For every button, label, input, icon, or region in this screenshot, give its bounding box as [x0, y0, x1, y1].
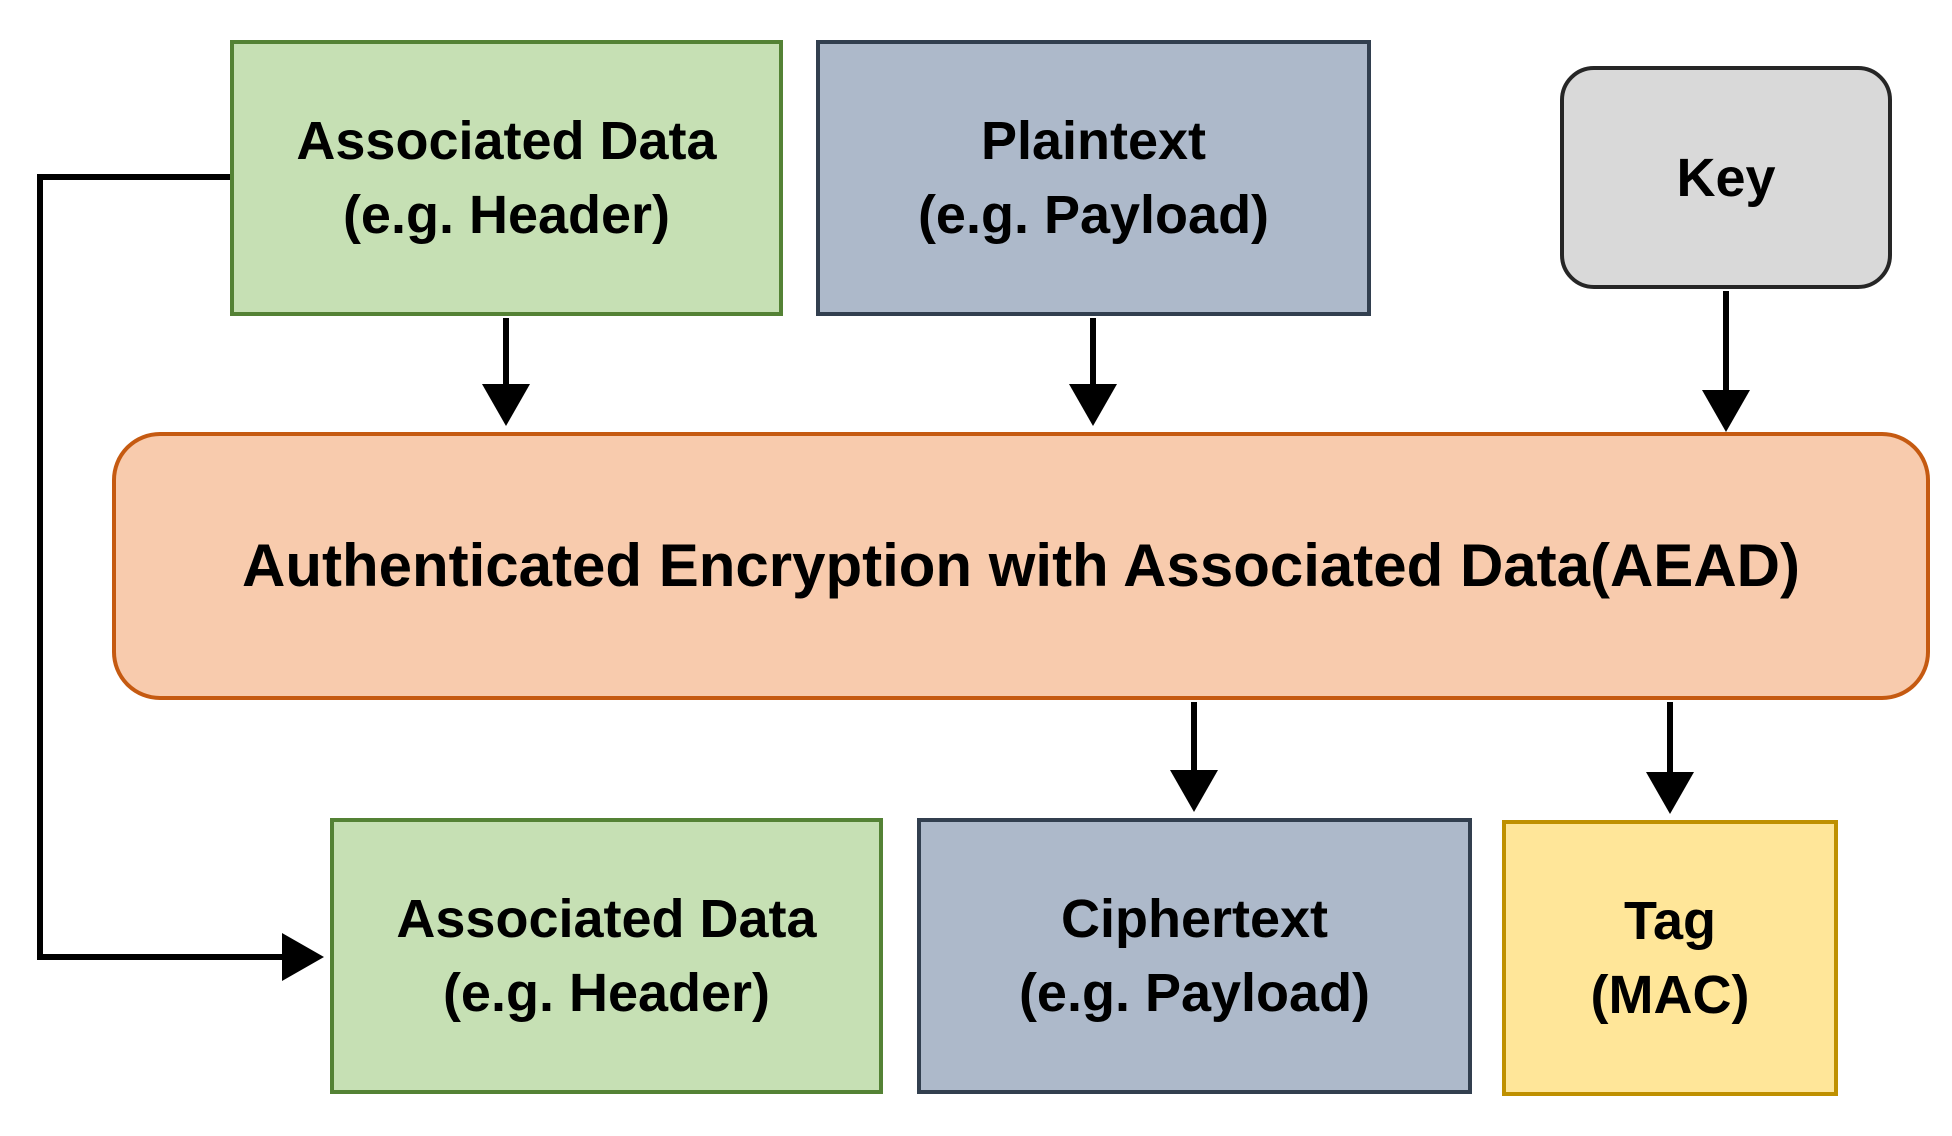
plaintext-input-title: Plaintext — [980, 111, 1207, 171]
key-input-box: Key — [1560, 66, 1892, 289]
associated-data-input-title: Associated Data — [296, 111, 717, 171]
key-input-title: Key — [1676, 147, 1776, 208]
aead-process-box: Authenticated Encryption with Associated… — [112, 432, 1930, 700]
aead-process-label: Authenticated Encryption with Associated… — [242, 532, 1800, 599]
associated-data-output-subtitle: (e.g. Header) — [442, 963, 771, 1023]
ciphertext-output-subtitle: (e.g. Payload) — [1018, 963, 1371, 1023]
tag-output-subtitle: (MAC) — [1590, 965, 1750, 1025]
ciphertext-output-box: Ciphertext (e.g. Payload) — [917, 818, 1472, 1094]
ciphertext-output-title: Ciphertext — [1060, 889, 1329, 949]
tag-output-title: Tag — [1624, 891, 1716, 951]
tag-output-box: Tag (MAC) — [1502, 820, 1838, 1096]
associated-data-input-box: Associated Data (e.g. Header) — [230, 40, 783, 316]
associated-data-input-subtitle: (e.g. Header) — [342, 185, 671, 245]
plaintext-input-box: Plaintext (e.g. Payload) — [816, 40, 1371, 316]
associated-data-output-box: Associated Data (e.g. Header) — [330, 818, 883, 1094]
plaintext-input-subtitle: (e.g. Payload) — [917, 185, 1270, 245]
associated-data-output-title: Associated Data — [396, 889, 817, 949]
